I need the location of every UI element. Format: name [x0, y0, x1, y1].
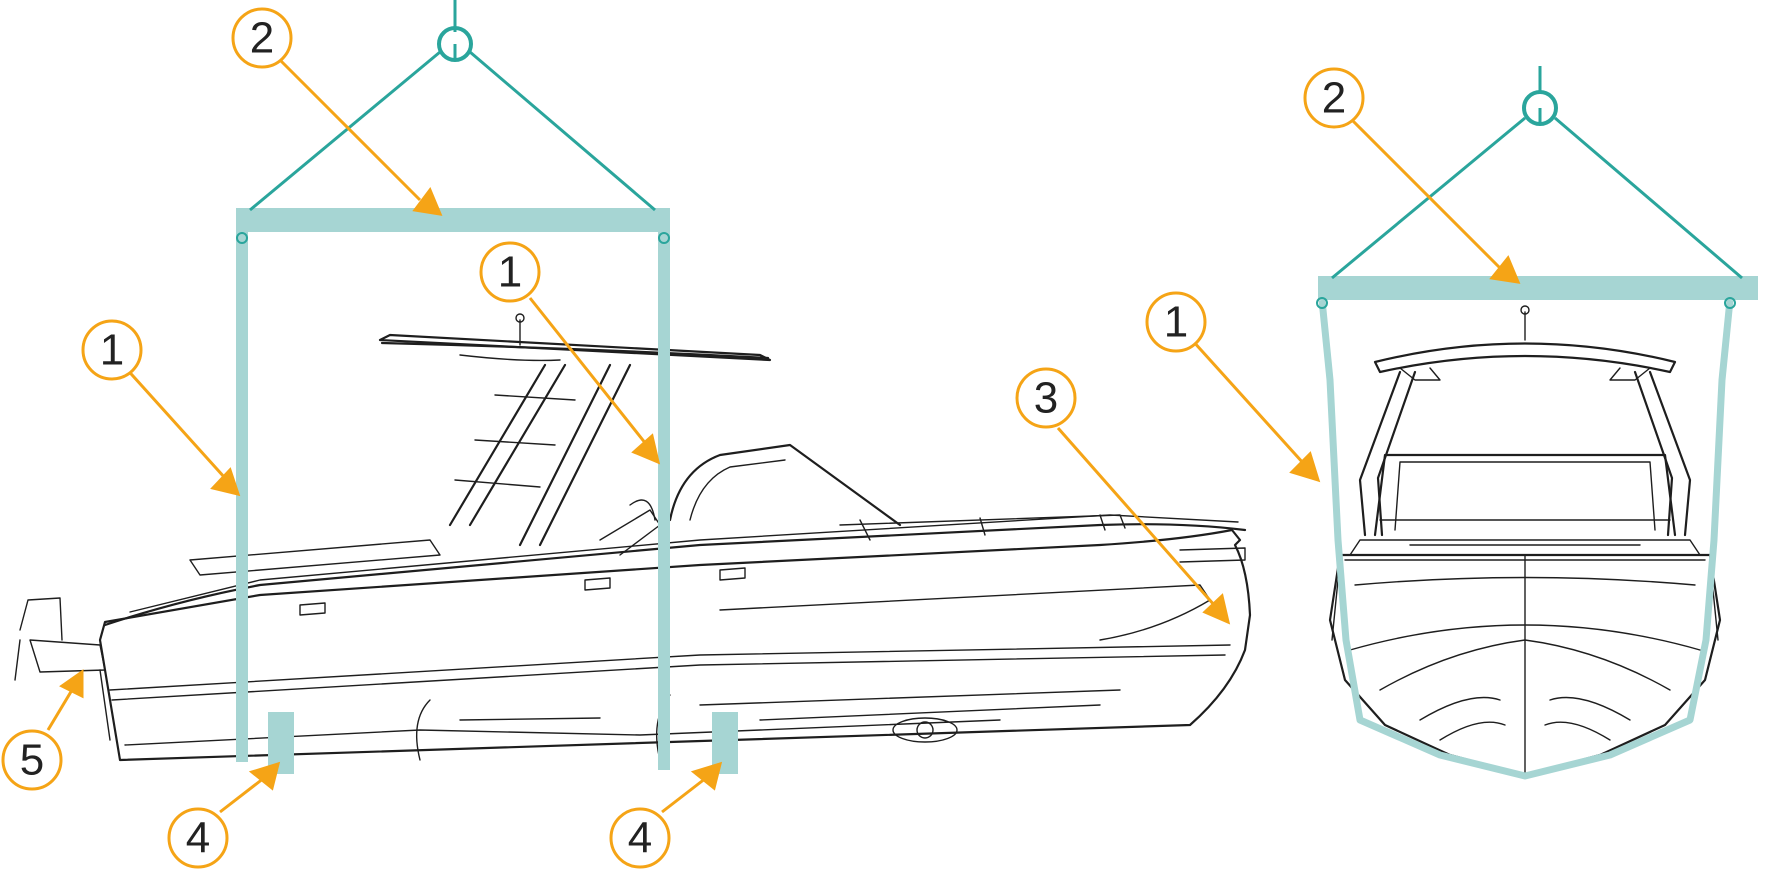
spreader-bar-front — [1318, 276, 1758, 300]
callout-4-side-aft-label: 4 — [186, 814, 210, 863]
callout-2-front-label: 2 — [1322, 74, 1346, 123]
callout-3-side: 3 — [1015, 367, 1077, 429]
callout-4-side-fwd-label: 4 — [628, 814, 652, 863]
lifting-cable-side — [249, 0, 656, 212]
callout-1-side-fwd: 1 — [479, 241, 541, 303]
callout-1-side-fwd-label: 1 — [498, 248, 522, 297]
callout-1-front: 1 — [1145, 291, 1207, 353]
callout-2-front: 2 — [1303, 67, 1365, 129]
leader-lines-front — [1190, 116, 1521, 483]
boat-front-illustration — [1328, 305, 1722, 777]
spreader-bar-side — [236, 208, 670, 232]
front-view: 2 1 — [1145, 66, 1758, 780]
sling-strap-fwd — [658, 232, 670, 770]
sling-strap-front — [1316, 297, 1736, 780]
callout-4-side-fwd: 4 — [609, 807, 671, 869]
callout-2-side: 2 — [231, 7, 293, 69]
callout-1-side-aft-label: 1 — [100, 326, 124, 375]
side-view: 2 1 1 3 4 4 5 — [1, 0, 1252, 869]
callout-5-side: 5 — [1, 729, 63, 791]
lifting-cable-front — [1331, 66, 1743, 280]
sling-strap-aft — [236, 232, 248, 762]
callout-2-side-label: 2 — [250, 14, 274, 63]
callout-1-side-aft: 1 — [81, 319, 143, 381]
hull-protection-pad-aft — [268, 712, 294, 774]
leader-lines-side — [46, 56, 1231, 814]
callout-1-front-label: 1 — [1164, 298, 1188, 347]
callout-3-side-label: 3 — [1034, 374, 1058, 423]
callout-4-side-aft: 4 — [167, 807, 229, 869]
callout-5-side-label: 5 — [20, 736, 44, 785]
